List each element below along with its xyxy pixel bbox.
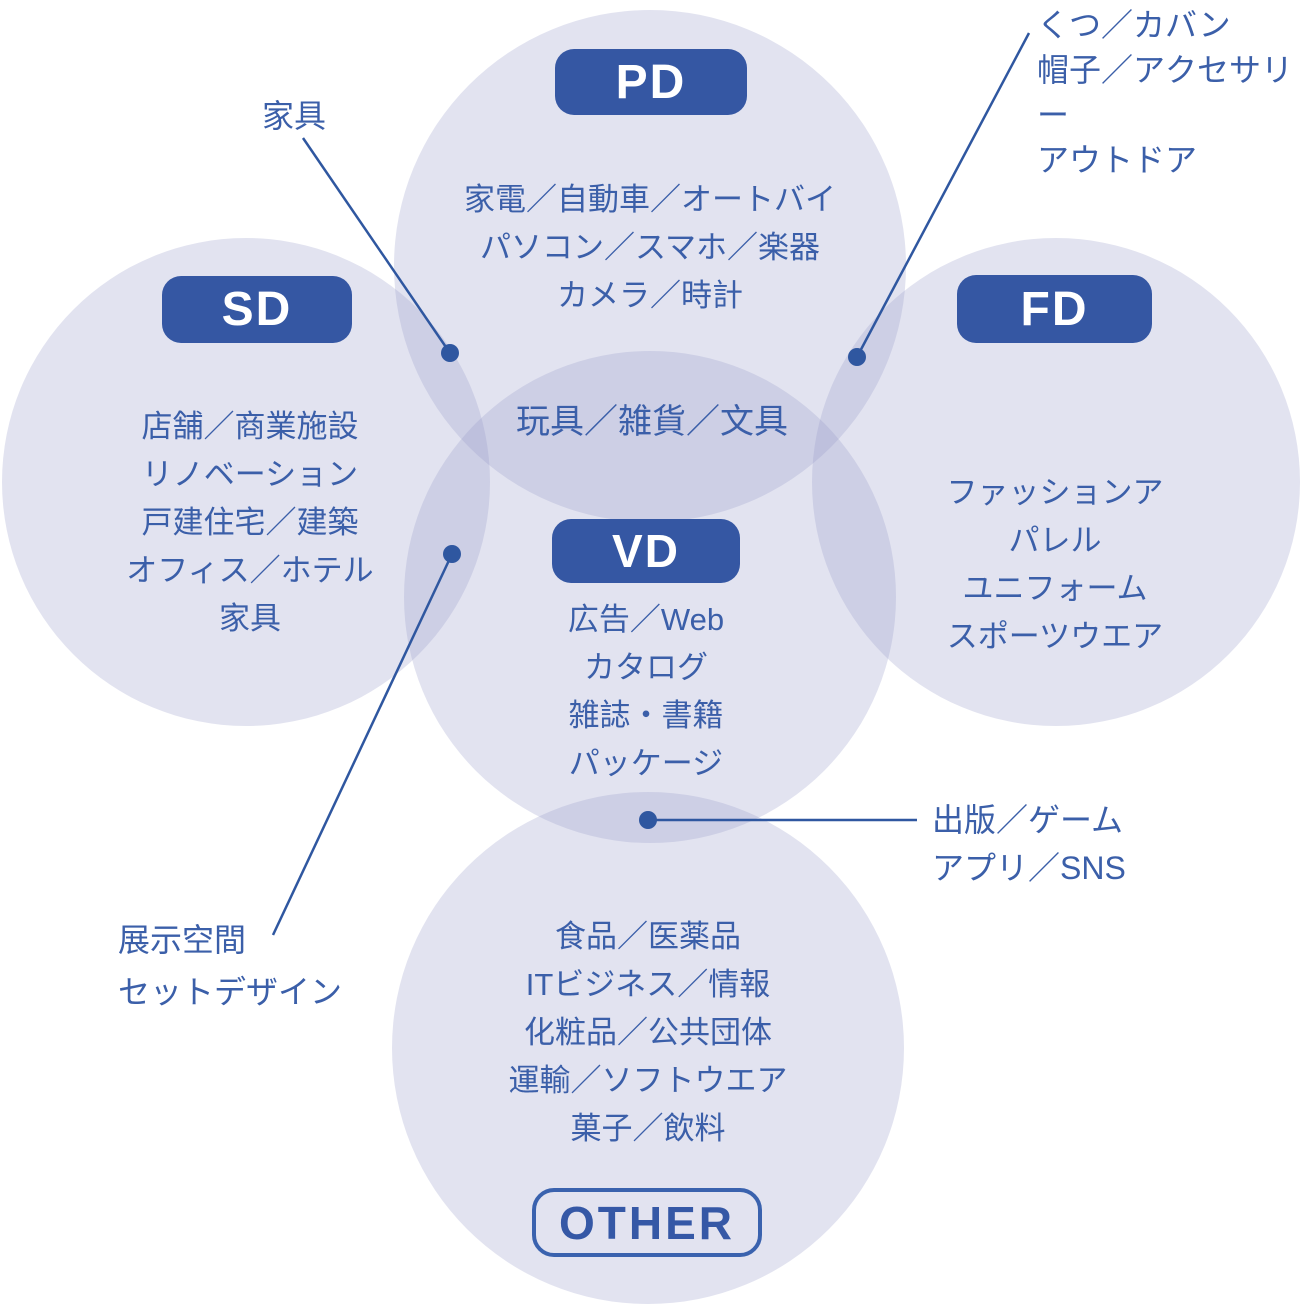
other-item-list: 食品／医薬品 ITビジネス／情報 化粧品／公共団体 運輸／ソフトウエア 菓子／飲… (508, 919, 788, 1146)
fd-item-list: ファッションアパレル ユニフォーム スポーツウエア (946, 475, 1164, 654)
annotation-exhibition: 展示空間 セットデザイン (118, 922, 343, 1010)
vd-item-list: 広告／Web カタログ 雑誌・書籍 パッケージ (567, 602, 725, 781)
pd-item-list: 家電／自動車／オートバイ パソコン／スマホ／楽器 カメラ／時計 (464, 182, 836, 313)
badge-vd: VD (552, 519, 740, 583)
annotation-fashion-items: くつ／カバン 帽子／アクセサリー アウトドア (1037, 7, 1294, 178)
circle-vd (404, 351, 896, 843)
center-overlap-label: 玩具／雑貨／文具 (516, 403, 788, 441)
badge-other: OTHER (532, 1188, 762, 1257)
circle-other (392, 792, 904, 1304)
badge-pd: PD (555, 49, 747, 115)
annotation-publishing: 出版／ゲーム アプリ／SNS (932, 802, 1126, 886)
annotation-furniture: 家具 (262, 98, 327, 134)
sd-item-list: 店舗／商業施設 リノベーション 戸建住宅／建築 オフィス／ホテル 家具 (126, 409, 374, 636)
badge-fd: FD (957, 275, 1152, 343)
badge-sd: SD (162, 276, 352, 343)
